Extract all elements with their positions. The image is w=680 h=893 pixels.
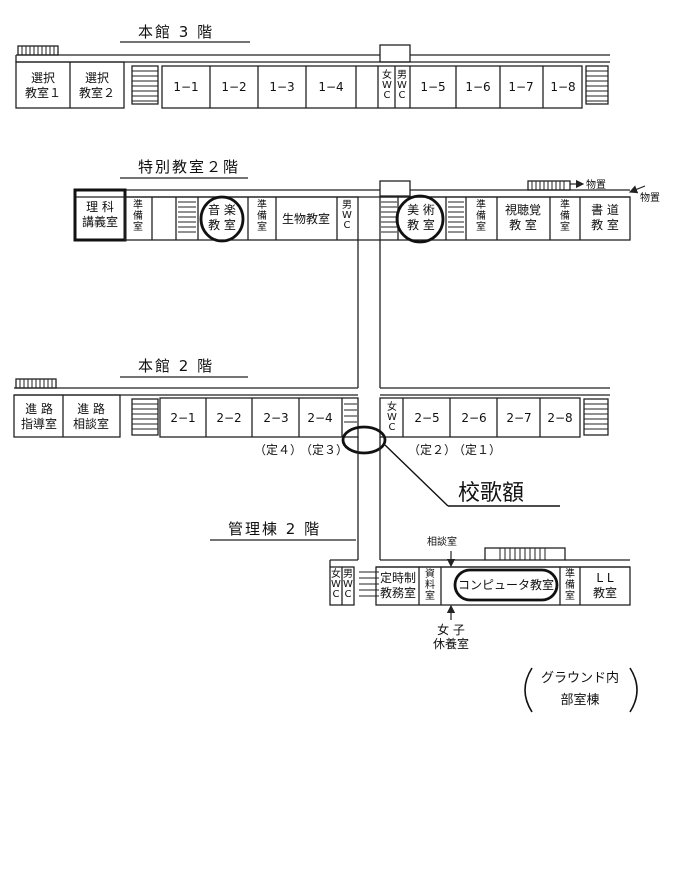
room-label: 2−7	[506, 411, 531, 425]
room-label: 美 術教 室	[407, 203, 435, 232]
annotation-ground: グラウンド内部室棟	[541, 670, 619, 708]
room-label: 1−7	[508, 80, 533, 94]
stairs-icon	[131, 398, 159, 436]
highlight-circle	[341, 425, 387, 455]
room-label: 1−8	[550, 80, 575, 94]
room-label: 2−2	[216, 411, 241, 425]
room-label: 選択教室１	[25, 71, 61, 100]
room-label: 視聴覚教 室	[505, 202, 541, 232]
annotation-kokagaku: 校歌額	[458, 481, 524, 506]
ground-note: グラウンド内部室棟	[524, 667, 638, 713]
stairs-icon	[178, 201, 196, 233]
room-label: 資料室	[425, 568, 435, 602]
stairs-icon	[585, 65, 609, 105]
room-label: 音 楽教 室	[208, 202, 236, 232]
floor-title: 本館 3 階	[138, 23, 214, 41]
highlight-circle	[453, 568, 559, 602]
storage-label: 物置	[640, 191, 660, 204]
room-label: 1−1	[173, 80, 198, 94]
stairs-icon	[344, 403, 357, 423]
tei-label: （定３）	[300, 442, 348, 457]
label-soudanshitsu: 相談室	[427, 535, 457, 548]
stairs-icon	[17, 45, 59, 56]
room-label: 2−6	[461, 411, 486, 425]
room-label: 1−3	[269, 80, 294, 94]
room-label: 準備室	[257, 198, 267, 233]
floor-honkan-3: 本館 3 階 選択教室１ 選択教室２ 1−1 1−2 1−3 1−4	[15, 23, 610, 109]
room-label: 2−3	[263, 411, 288, 425]
room-label: 準備室	[565, 567, 575, 602]
storage-label: 物置	[586, 178, 606, 191]
stairs-icon	[381, 201, 464, 233]
room-label: コンピュータ教室	[458, 577, 554, 592]
room-label: 2−1	[170, 411, 195, 425]
room-label: 2−5	[414, 411, 439, 425]
label-joshi: 女 子休養室	[433, 622, 469, 651]
room-label: 進 路相談室	[73, 401, 109, 431]
stairs-icon	[131, 65, 159, 105]
room-label: 1−5	[420, 80, 445, 94]
room-label: 定時制教務室	[380, 570, 416, 600]
stairs-icon	[499, 548, 546, 560]
room-label: 書 道教 室	[591, 203, 619, 232]
highlight-circle	[395, 194, 445, 244]
stairs-icon	[583, 398, 609, 436]
stairs-icon	[359, 571, 379, 597]
room-label: 1−6	[465, 80, 490, 94]
floor-title: 特別教室２階	[138, 158, 240, 176]
room-label: 1−4	[318, 80, 343, 94]
tei-label: （定１）	[453, 442, 501, 457]
floor-title: 管理棟 2 階	[228, 520, 321, 538]
room-label: 準備室	[476, 198, 486, 233]
room-label: 準備室	[133, 198, 143, 233]
room-label: 進 路指導室	[21, 401, 57, 431]
highlight-circle	[199, 195, 245, 243]
room-label: 2−4	[307, 411, 332, 425]
room-label: 準備室	[560, 198, 570, 233]
room-label: 1−2	[221, 80, 246, 94]
room-label: 理 科講義室	[82, 200, 118, 229]
stairs-icon	[527, 180, 571, 191]
room-label: 生物教室	[282, 211, 330, 226]
room-label: 選択教室２	[79, 71, 115, 100]
floor-tokubetsu-2: 特別教室２階 物置 物置 理 科講義室 準備室	[73, 158, 660, 388]
stairs-icon	[15, 378, 57, 389]
tei-label: （定４）	[254, 442, 302, 457]
room-label: 2−8	[547, 411, 572, 425]
floor-honkan-2: 本館 2 階 進 路指導室 進 路相談室 2−1 2−2 2−3	[13, 357, 610, 560]
tei-label: （定２）	[408, 442, 456, 457]
floor-title: 本館 2 階	[138, 357, 214, 375]
